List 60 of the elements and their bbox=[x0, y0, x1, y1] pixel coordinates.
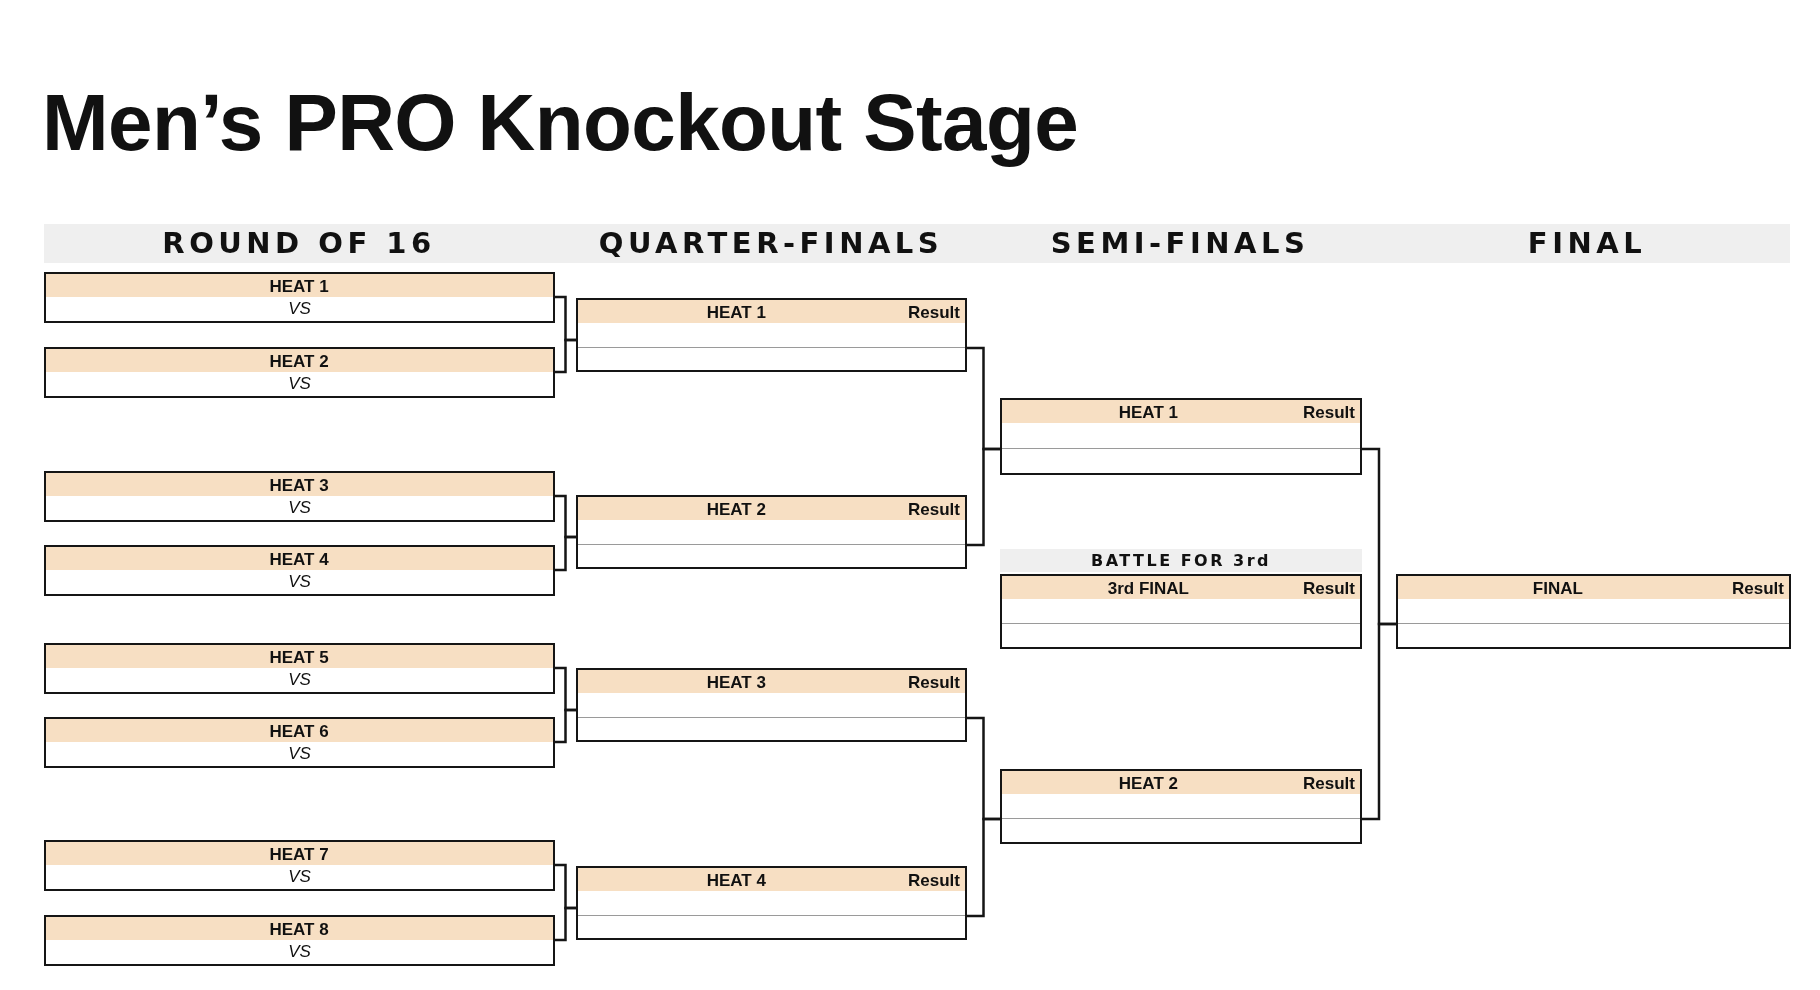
heat-title: HEAT 8 bbox=[269, 918, 329, 940]
heat-box bbox=[576, 668, 967, 742]
heat-title: FINAL bbox=[1532, 577, 1583, 599]
heat-box bbox=[1000, 769, 1362, 844]
heat-title: HEAT 2 bbox=[1118, 772, 1178, 794]
heat-title: HEAT 3 bbox=[269, 474, 329, 496]
heat-title: HEAT 6 bbox=[269, 720, 329, 742]
heat-box bbox=[576, 866, 967, 940]
heat-title: 3rd FINAL bbox=[1107, 577, 1189, 599]
round-title: SEMI-FINALS bbox=[1050, 225, 1310, 262]
heat-box bbox=[1000, 574, 1362, 649]
vs-text: VS bbox=[288, 297, 311, 320]
heat-box bbox=[44, 717, 555, 768]
round-title: QUARTER-FINALS bbox=[598, 225, 944, 262]
heat-title: HEAT 2 bbox=[706, 498, 766, 520]
result-label: Result bbox=[1303, 577, 1355, 599]
result-label: Result bbox=[1732, 577, 1784, 599]
heat-box bbox=[576, 298, 967, 372]
heat-box bbox=[44, 347, 555, 398]
heat-title: HEAT 2 bbox=[269, 350, 329, 372]
vs-text: VS bbox=[288, 865, 311, 888]
heat-box bbox=[44, 643, 555, 694]
heat-title: HEAT 1 bbox=[269, 275, 329, 297]
result-label: Result bbox=[1303, 772, 1355, 794]
vs-text: VS bbox=[288, 668, 311, 691]
vs-text: VS bbox=[288, 742, 311, 765]
heat-box bbox=[1396, 574, 1791, 649]
vs-text: VS bbox=[288, 940, 311, 963]
heat-box bbox=[44, 272, 555, 323]
result-label: Result bbox=[908, 671, 960, 693]
vs-text: VS bbox=[288, 496, 311, 519]
heat-box bbox=[44, 840, 555, 891]
section-title: BATTLE FOR 3rd bbox=[1090, 550, 1272, 572]
heat-title: HEAT 1 bbox=[706, 301, 766, 323]
bracket-line bbox=[555, 535, 576, 572]
heat-title: HEAT 1 bbox=[1118, 401, 1178, 423]
heat-title: HEAT 5 bbox=[269, 646, 329, 668]
round-title: ROUND OF 16 bbox=[162, 225, 436, 262]
bracket-line bbox=[1362, 622, 1396, 821]
heat-title: HEAT 7 bbox=[269, 843, 329, 865]
bracket-line bbox=[555, 338, 576, 374]
vs-text: VS bbox=[288, 570, 311, 593]
heat-box bbox=[1000, 398, 1362, 475]
result-label: Result bbox=[908, 498, 960, 520]
round-title: FINAL bbox=[1527, 225, 1647, 262]
vs-text: VS bbox=[288, 372, 311, 395]
result-label: Result bbox=[1303, 401, 1355, 423]
result-label: Result bbox=[908, 869, 960, 891]
heat-box bbox=[44, 545, 555, 596]
bracket-line bbox=[555, 708, 576, 744]
heat-title: HEAT 4 bbox=[706, 869, 766, 891]
heat-box bbox=[576, 495, 967, 569]
bracket-line bbox=[967, 817, 1000, 918]
result-label: Result bbox=[908, 301, 960, 323]
bracket-line bbox=[555, 906, 576, 942]
heat-box bbox=[44, 471, 555, 522]
bracket-line bbox=[967, 447, 1000, 547]
heat-title: HEAT 4 bbox=[269, 548, 329, 570]
heat-title: HEAT 3 bbox=[706, 671, 766, 693]
heat-box bbox=[44, 915, 555, 966]
